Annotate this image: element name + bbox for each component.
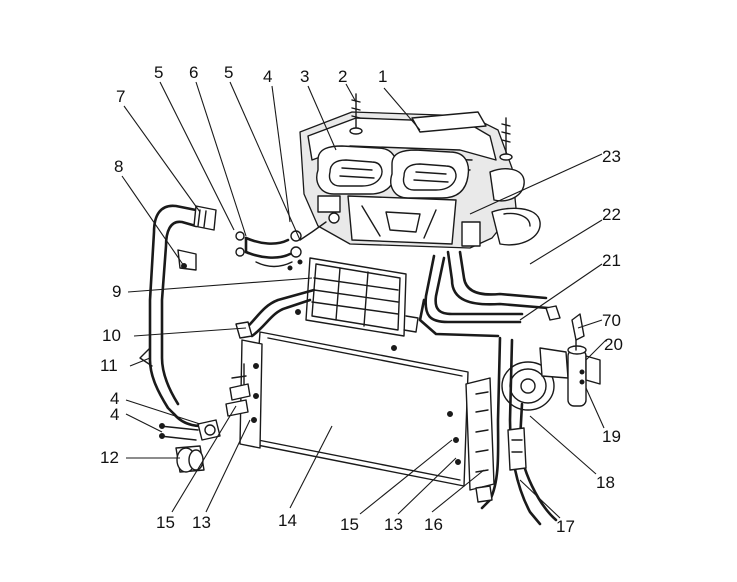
callout-5b: 5 — [224, 63, 233, 82]
callout-23: 23 — [602, 147, 621, 166]
brackets — [507, 427, 527, 471]
callout-4: 4 — [263, 67, 272, 86]
callout-15: 15 — [156, 513, 175, 532]
callout-22: 22 — [602, 205, 621, 224]
louver-right — [390, 149, 470, 199]
refrigerant-lines — [235, 250, 561, 339]
callout-4c: 4 — [110, 405, 119, 424]
callout-17: 17 — [556, 517, 575, 536]
callout-18: 18 — [596, 473, 615, 492]
callout-10: 10 — [102, 326, 121, 345]
valve-assembly — [159, 419, 221, 473]
callout-9: 9 — [112, 282, 121, 301]
callout-70: 70 — [602, 311, 621, 330]
condenser — [225, 331, 495, 491]
leader-lines — [121, 81, 607, 519]
compressor-receiver — [475, 313, 601, 526]
callout-numbers: 1 2 3 4 5 6 5 7 8 9 10 11 4 4 12 15 13 1… — [100, 63, 623, 536]
callout-13b: 13 — [384, 515, 403, 534]
callout-13: 13 — [192, 513, 211, 532]
callout-3: 3 — [300, 67, 309, 86]
callout-6: 6 — [189, 63, 198, 82]
callout-12: 12 — [100, 448, 119, 467]
callout-20: 20 — [604, 335, 623, 354]
callout-2: 2 — [338, 67, 347, 86]
callout-5: 5 — [154, 63, 163, 82]
callout-8: 8 — [114, 157, 123, 176]
hvac-housing — [299, 93, 541, 249]
callout-15b: 15 — [340, 515, 359, 534]
louver-left — [316, 145, 398, 195]
callout-4b: 4 — [110, 389, 119, 408]
callout-19: 19 — [602, 427, 621, 446]
callout-21: 21 — [602, 251, 621, 270]
callout-1: 1 — [378, 67, 387, 86]
callout-16: 16 — [424, 515, 443, 534]
callout-11: 11 — [100, 356, 118, 375]
evaporator-core — [295, 257, 419, 351]
callout-14: 14 — [278, 511, 297, 530]
callout-7: 7 — [116, 87, 125, 106]
